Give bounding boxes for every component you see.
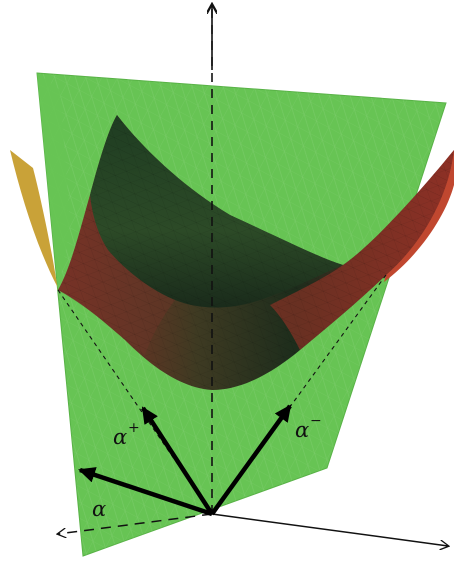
plane-edge-left — [37, 73, 70, 290]
surface-left-rim — [10, 150, 58, 290]
label-alpha-minus-sup: − — [310, 413, 322, 429]
x-axis-right — [211, 513, 448, 546]
label-alpha: α — [92, 497, 106, 521]
label-alpha-plus-sup: + — [128, 420, 140, 436]
label-alpha-plus: α — [113, 425, 127, 449]
y-axis-left — [58, 513, 213, 534]
paraboloid-mesh — [58, 115, 454, 390]
cone-line-right — [211, 274, 387, 515]
vector-alpha-plus — [141, 406, 214, 516]
vector-alpha-minus — [210, 404, 292, 516]
label-alpha-minus: α — [295, 418, 309, 442]
vector-alpha — [78, 467, 213, 517]
